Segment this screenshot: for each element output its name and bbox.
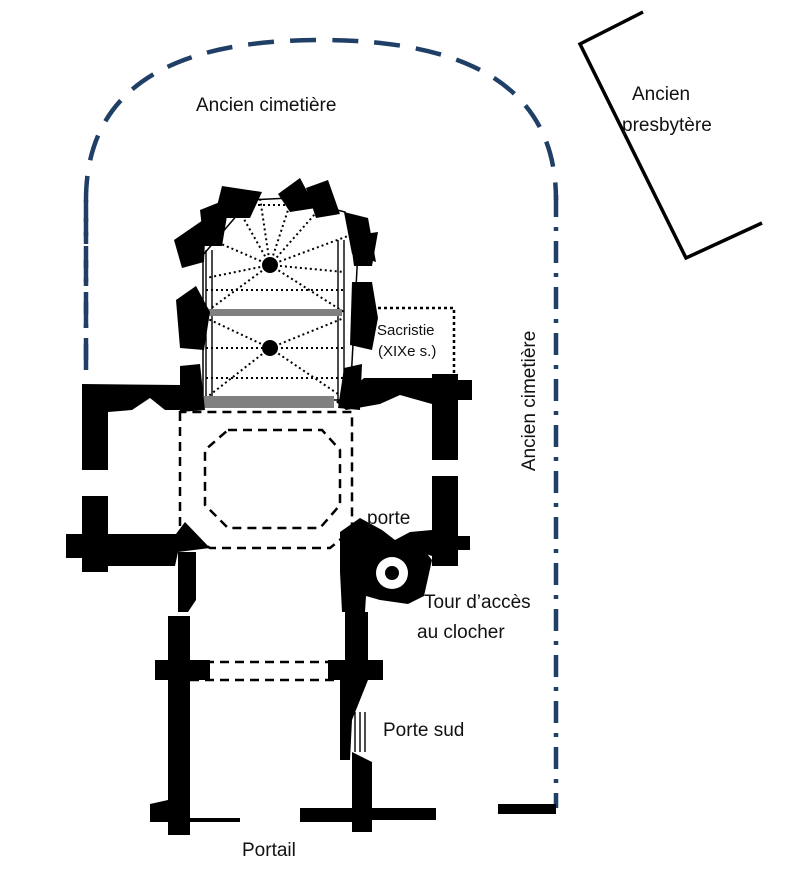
- transept-north-top-wall: [82, 384, 205, 470]
- facade-south: [300, 804, 436, 832]
- label-cemetery-side: Ancien cimetière: [519, 330, 541, 472]
- label-tower-line2: au clocher: [417, 622, 505, 643]
- label-presbytery-line2: presbytère: [622, 115, 712, 136]
- transept-north-lower-wall: [82, 496, 210, 572]
- nave-north-wall-lower: [155, 616, 210, 800]
- south-door-jamb: [354, 712, 366, 752]
- label-presbytery-line1: Ancien: [632, 84, 691, 105]
- nave-south-wall: [328, 612, 383, 760]
- choir-apse: [202, 197, 359, 408]
- apse-outline: [202, 197, 359, 401]
- bay-arch-upper: [206, 309, 342, 316]
- presbytery-outline: [577, 10, 763, 261]
- crossing-vault: [178, 410, 354, 550]
- label-sacristy-line1: Sacristie: [377, 322, 435, 339]
- nave-north-wall: [178, 552, 196, 612]
- cemetery-wall-end: [498, 804, 556, 814]
- nave-bay-arches: [190, 660, 340, 682]
- label-cemetery-top: Ancien cimetière: [196, 95, 337, 116]
- sacristy-outline: [378, 306, 456, 376]
- facade-north: [150, 800, 240, 835]
- nave-south-wall-lower: [352, 752, 372, 806]
- cemetery-boundary: [83, 37, 559, 808]
- stair-newel: [385, 566, 399, 580]
- transept-north-end: [66, 534, 84, 558]
- label-sacristy-line2: (XIXe s.): [378, 343, 437, 360]
- label-portal: Portail: [242, 840, 296, 861]
- apse-buttresses: [174, 178, 378, 412]
- rib-vaults: [205, 197, 349, 399]
- label-door: porte: [367, 508, 411, 529]
- bay-arch-lower: [204, 396, 334, 408]
- cemetery-boundary-arch: [83, 37, 559, 370]
- west-facade: [150, 800, 436, 835]
- transept-south-top-wall: [336, 374, 458, 460]
- label-south-door: Porte sud: [383, 720, 465, 741]
- transept-south-lower-wall: [408, 476, 470, 566]
- transept-walls: [66, 374, 472, 572]
- bell-tower-stair: [340, 518, 432, 612]
- label-tower-line1: Tour d’accès: [424, 592, 531, 613]
- keystone-upper: [262, 257, 278, 273]
- transept-south-end: [458, 380, 472, 400]
- keystone-lower: [262, 340, 278, 356]
